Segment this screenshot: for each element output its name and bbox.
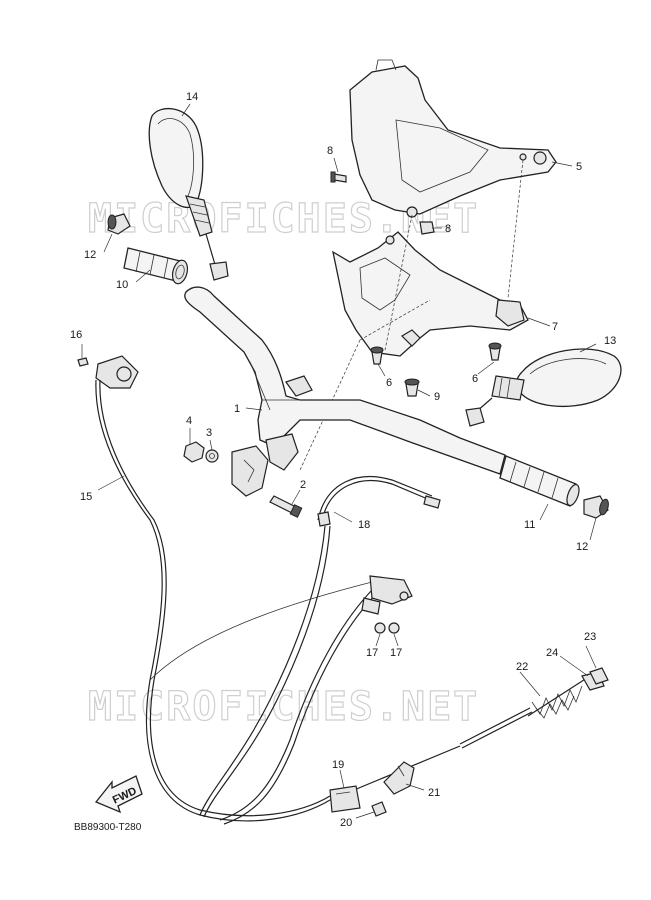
callout-1: 1: [234, 403, 240, 415]
callout-12-left: 12: [84, 249, 96, 261]
bolt-2: [269, 495, 303, 518]
callout-24: 24: [546, 647, 558, 659]
handlebar: [184, 286, 506, 497]
callout-labels: 14 12 10 8 8 5 7 6 6 13 9 1 4 3 2 16 15 …: [70, 91, 616, 829]
callout-7: 7: [552, 321, 558, 333]
callout-17-left: 17: [366, 647, 378, 659]
callout-6-right: 6: [472, 373, 478, 385]
screw-8-right: [419, 221, 435, 235]
callout-2: 2: [300, 479, 306, 491]
screw-6-right: [488, 342, 502, 361]
callout-18: 18: [358, 519, 370, 531]
callout-8-right: 8: [445, 223, 451, 235]
callout-21: 21: [428, 787, 440, 799]
nut-23: [589, 667, 609, 685]
callout-14: 14: [186, 91, 198, 103]
bar-end-right: [583, 495, 609, 519]
callout-9: 9: [434, 391, 440, 403]
screw-8-left: [330, 171, 347, 183]
cable-junction: [361, 575, 413, 615]
fwd-arrow: FWD: [94, 775, 143, 814]
callout-10: 10: [116, 279, 128, 291]
rear-brake-spring: [527, 675, 591, 719]
brake-cable-18: [321, 480, 431, 521]
throttle-housing: [77, 355, 139, 389]
callout-4: 4: [186, 415, 192, 427]
nut-17b: [388, 622, 400, 634]
callout-17-right: 17: [390, 647, 402, 659]
callout-19: 19: [332, 759, 344, 771]
mirror-right: [465, 348, 622, 427]
callout-6-left: 6: [386, 377, 392, 389]
bracket-21: [383, 761, 415, 795]
washer-3: [205, 449, 219, 463]
nut-4: [183, 441, 205, 463]
callout-5: 5: [576, 161, 582, 173]
callout-23: 23: [584, 631, 596, 643]
screw-9: [404, 378, 420, 397]
callout-16: 16: [70, 329, 82, 341]
screw-6-left: [370, 346, 384, 365]
callout-13: 13: [604, 335, 616, 347]
callout-8-left: 8: [327, 145, 333, 157]
callout-15: 15: [80, 491, 92, 503]
handle-cover-lower: [332, 231, 529, 357]
leader-lines: [81, 103, 597, 819]
callout-3: 3: [206, 427, 212, 439]
cable-bundle: [199, 525, 326, 816]
callout-20: 20: [340, 817, 352, 829]
callout-11: 11: [524, 519, 535, 531]
bar-end-left: [107, 213, 131, 235]
handle-cover-upper: [349, 59, 557, 218]
cable-guide-19: [329, 785, 361, 813]
mirror-left: [148, 107, 229, 281]
bolt-20: [371, 801, 387, 817]
drawing-code: BB89300-T280: [74, 822, 142, 833]
nut-17a: [374, 622, 386, 634]
callout-12-right: 12: [576, 541, 588, 553]
grip-right: [499, 455, 580, 507]
callout-22: 22: [516, 661, 528, 673]
grip-left: [123, 247, 189, 285]
